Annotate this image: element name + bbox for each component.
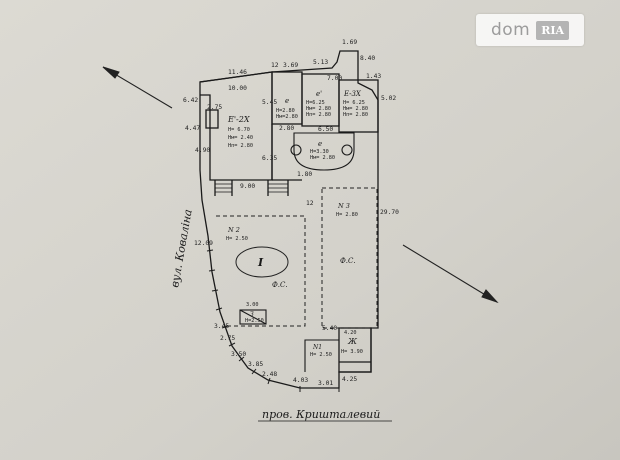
dim-19: 6.50 [318, 126, 333, 133]
outbuilding-z-line-2: 3.00 [246, 302, 259, 308]
dim-6: 1.69 [342, 39, 357, 46]
room-e3-title: Е-3Х [343, 90, 362, 98]
dim-12: 4.90 [195, 147, 210, 154]
dim-18: 7.00 [327, 75, 342, 82]
room-e2x-line-1: Н= 6.70 [228, 127, 250, 133]
dim-16: 2.80 [279, 125, 294, 132]
zone-n2-line-1: Н= 2.50 [226, 236, 248, 242]
dim-28: 3.01 [318, 380, 333, 387]
watermark-badge: RIA [536, 20, 570, 40]
room-e2-line-2: Нм=2.80 [276, 114, 298, 120]
dim-5: 5.13 [313, 59, 328, 66]
room-e1-line-2: Нм= 2.80 [306, 106, 331, 112]
dim-23: 2.75 [220, 335, 235, 342]
yard-mark: I [257, 256, 264, 269]
room-e2-line-1: Н=2.80 [276, 108, 295, 114]
zone-n3-title: N 3 [337, 202, 350, 210]
dim-27: 4.03 [293, 377, 308, 384]
building-annex [205, 71, 379, 181]
outbuilding-n1 [304, 339, 339, 372]
yard-mark-ellipse [235, 246, 289, 278]
room-e2-title: е [285, 97, 289, 105]
dim-2: 10.00 [228, 85, 247, 92]
room-e4-line-2: Нм= 2.80 [310, 155, 335, 161]
dim-21: 29.70 [380, 209, 399, 216]
dimension-labels: 11.46 10.00 12 3.69 5.13 1.69 8.40 1.43 … [183, 39, 399, 387]
stairs-porch [215, 183, 288, 193]
north-arrow-right [402, 244, 499, 304]
dim-22: 3.45 [214, 323, 229, 330]
yard-zone-2 [216, 215, 306, 327]
dim-10: 6.42 [183, 97, 198, 104]
dim-4: 3.69 [283, 62, 298, 69]
dim-15: 6.35 [262, 155, 277, 162]
dim-14: 5.45 [262, 99, 277, 106]
outbuilding-zh-title: Ж [347, 337, 358, 346]
room-e2x-line-2: Нм= 2.40 [228, 135, 253, 141]
room-e3-line-1: Н= 6.25 [343, 100, 365, 106]
dim-8: 1.43 [366, 73, 381, 80]
dim-17: 9.00 [240, 183, 255, 190]
room-e4-title: е [318, 140, 322, 148]
dim-24: 3.50 [231, 351, 246, 358]
watermark-brand: dom [490, 20, 531, 40]
north-arrow-top [102, 66, 173, 109]
dim-20: 12.09 [194, 240, 213, 247]
room-e3-line-3: Нп= 2.80 [343, 112, 368, 118]
outbuilding-z-title: З [250, 311, 254, 318]
street-bottom-label: пров. Кришталевий [262, 408, 380, 421]
room-e4-line-1: Н=3.30 [310, 149, 329, 155]
room-e1-title: е' [316, 90, 322, 98]
dim-30: 5.40 [322, 325, 337, 332]
dim-13: 2.75 [207, 104, 222, 111]
outbuilding-zh-line-1: 4.20 [344, 330, 357, 336]
dim-1: 11.46 [228, 69, 247, 76]
zone-n1-title: N1 [312, 344, 322, 351]
veranda-e [290, 132, 355, 171]
dim-31: 12 [306, 200, 314, 207]
dim-3: 12 [271, 62, 279, 69]
room-labels: Е'-2Х Н= 6.70 Нм= 2.40 Нп= 2.80 е Н=2.80… [226, 90, 368, 358]
zone-n3-line-1: Н= 2.80 [336, 212, 358, 218]
room-e2x-line-3: Нп= 2.80 [228, 143, 253, 149]
dim-25: 3.85 [248, 361, 263, 368]
zone-n1-line-1: Н= 2.50 [310, 352, 332, 358]
fs-mark-2: Ф.С. [340, 257, 356, 265]
dim-29: 4.25 [342, 376, 357, 383]
zone-n2-title: N 2 [227, 226, 240, 234]
dim-7: 8.40 [360, 55, 375, 62]
lot-boundary-ticks [206, 249, 340, 392]
dim-32: 1.80 [297, 171, 312, 178]
outbuilding-z-line-1: Н=2.50 [245, 318, 264, 324]
outbuilding-z [239, 309, 267, 325]
room-e1-line-3: Нп= 2.80 [306, 112, 331, 118]
dim-26: 2.48 [262, 371, 277, 378]
dom-ria-watermark: dom RIA [476, 14, 584, 46]
room-e3-line-2: Нм= 2.80 [343, 106, 368, 112]
room-e1-line-1: Н=6.25 [306, 100, 325, 106]
outbuilding-zh-line-2: Н= 3.90 [341, 349, 363, 355]
fs-mark-1: Ф.С. [272, 281, 288, 289]
room-e2x-title: Е'-2Х [227, 115, 250, 124]
dim-9: 5.02 [381, 95, 396, 102]
dim-11: 4.47 [185, 125, 200, 132]
